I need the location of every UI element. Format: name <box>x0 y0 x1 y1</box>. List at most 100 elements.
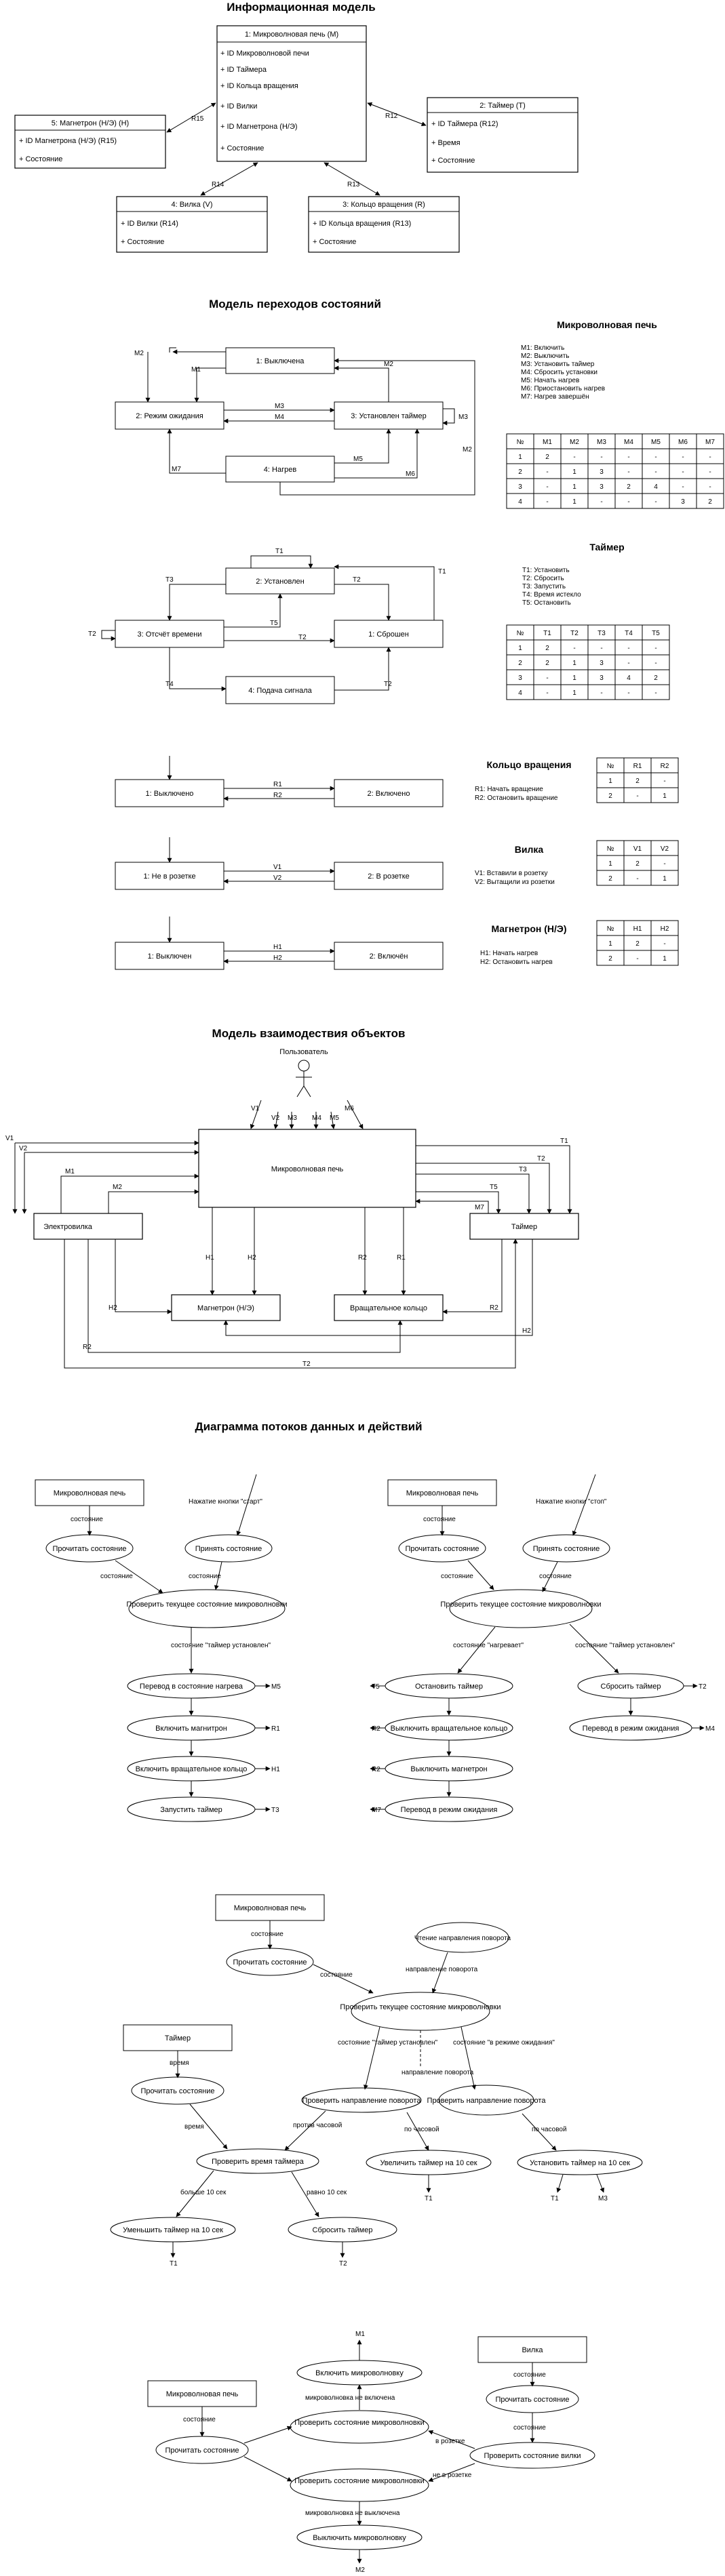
event-label: H1 <box>273 944 282 951</box>
user-actor-icon <box>296 1060 312 1098</box>
table-value-cell: 2 <box>608 792 612 800</box>
relation-label: R14 <box>212 181 224 188</box>
microwave-legend: M1: Включить M2: Выключить M3: Установит… <box>521 344 605 401</box>
table-value-cell: 3 <box>600 468 604 476</box>
process-check-1: Проверить состояние микроволновки <box>294 2419 424 2427</box>
flow-label: состояние <box>100 1573 133 1580</box>
table-header-cell: M5 <box>651 439 661 446</box>
legend-line: M3: Установить таймер <box>521 361 595 368</box>
action: Запустить таймер <box>160 1806 222 1814</box>
state-mag-off: 1: Выключен <box>148 952 192 961</box>
action: Перевод в состояние нагрева <box>140 1683 243 1691</box>
table-value-cell: 1 <box>572 498 576 506</box>
table-value-cell: 1 <box>608 860 612 868</box>
dataflow-power: Микроволновая печь состояние Прочитать с… <box>147 2331 595 2574</box>
info-model-title: Информационная модель <box>227 1 375 14</box>
entity-microwave-header: 1: Микроволновая печь (M) <box>245 31 338 39</box>
table-header-cell: T5 <box>652 630 660 637</box>
out-event: R1 <box>271 1725 280 1733</box>
magnetron-object: Магнетрон (Н/Э) <box>197 1304 254 1312</box>
user-label: Пользователь <box>279 1048 328 1056</box>
state-counting: 3: Отсчёт времени <box>138 630 202 639</box>
action: Сбросить таймер <box>601 1683 661 1691</box>
flow-label: равно 10 сек <box>307 2189 347 2196</box>
action: Выключить вращательное кольцо <box>391 1725 508 1733</box>
table-value-cell: 4 <box>518 689 522 697</box>
flow-label: состояние <box>441 1573 473 1580</box>
relation-label: R12 <box>385 113 398 120</box>
table-header-cell: M1 <box>543 439 552 446</box>
event-label: V1 <box>251 1105 260 1112</box>
table-value-cell: - <box>654 498 657 506</box>
timer-states: Таймер 2: Установлен 3: Отсчёт времени 1… <box>88 542 670 704</box>
flow-label: микроволновка не выключена <box>305 2510 400 2517</box>
entity-field: + ID Микроволновой печи <box>220 49 309 58</box>
table-header-cell: R1 <box>633 763 642 770</box>
table-value-cell: - <box>546 498 548 506</box>
table-cell <box>650 870 679 886</box>
entity-microwave: 1: Микроволновая печь (M) + ID Микроволн… <box>216 25 367 162</box>
event-label: M6 <box>406 470 415 478</box>
table-value-cell: 3 <box>518 483 522 491</box>
event-label: T1 <box>438 568 446 576</box>
table-value-cell: 4 <box>518 498 522 506</box>
external-event: Нажатие кнопки "старт" <box>189 1498 262 1506</box>
out-event: T2 <box>339 2260 347 2268</box>
table-value-cell: 4 <box>654 483 658 491</box>
process-read-dir: Чтение направления поворота <box>414 1935 511 1942</box>
flow-label: состояние <box>320 1971 353 1979</box>
magnetron-heading: Магнетрон (Н/Э) <box>491 923 566 934</box>
table-header-cell: V1 <box>633 845 642 853</box>
state-off: 1: Выключена <box>256 357 305 365</box>
process-inc: Увеличить таймер на 10 сек <box>380 2159 477 2167</box>
process-check-dir: Проверить направление поворота <box>427 2097 547 2105</box>
table-value-cell: - <box>627 454 629 461</box>
out-event: T1 <box>170 2260 178 2268</box>
legend-line: T2: Сбросить <box>522 574 564 582</box>
table-header-cell: № <box>607 925 614 933</box>
legend-line: M4: Сбросить установки <box>521 368 597 376</box>
event-label: M6 <box>345 1105 354 1112</box>
action: Остановить таймер <box>415 1683 483 1691</box>
legend-line: V1: Вставили в розетку <box>475 870 547 877</box>
store-microwave: Микроволновая печь <box>166 2390 239 2398</box>
table-value-cell: 2 <box>518 660 522 667</box>
event-label: R2 <box>490 1304 498 1312</box>
table-value-cell: - <box>636 955 638 963</box>
table-value-cell: 1 <box>572 468 576 476</box>
flow-label: направление поворота <box>401 2069 474 2076</box>
out-event: M4 <box>705 1725 715 1733</box>
timer-legend: T1: Установить T2: Сбросить T3: Запустит… <box>522 567 581 607</box>
microwave-states: Микроволновая печь 1: Выключена 2: Режим… <box>115 319 724 509</box>
state-mag-on: 2: Включён <box>370 952 408 961</box>
table-value-cell: - <box>600 498 602 506</box>
interaction-model: Модель взаимодествия объектов Пользовате… <box>5 1027 579 1369</box>
event-label: M1 <box>191 366 201 374</box>
table-value-cell: 2 <box>545 660 549 667</box>
state-signal: 4: Подача сигнала <box>248 687 312 695</box>
table-value-cell: 2 <box>635 940 640 948</box>
process-read: Прочитать состояние <box>165 2447 239 2455</box>
table-value-cell: - <box>654 454 657 461</box>
entity-field: + Состояние <box>431 157 475 165</box>
process-accept: Принять состояние <box>533 1545 600 1553</box>
event-label: H2 <box>109 1304 117 1312</box>
table-value-cell: - <box>682 468 684 476</box>
flow-label: состояние <box>539 1573 572 1580</box>
out-event: M3 <box>598 2195 608 2202</box>
store-microwave: Микроволновая печь <box>234 1904 307 1912</box>
event-label: R2 <box>273 792 282 799</box>
state-timer-set: 3: Установлен таймер <box>351 412 426 420</box>
ring-states: Кольцо вращения 1: Выключено 2: Включено… <box>115 756 679 807</box>
event-label: T1 <box>275 548 283 555</box>
legend-line: M7: Нагрев завершён <box>521 393 589 401</box>
entity-plug-header: 4: Вилка (V) <box>171 201 212 209</box>
table-value-cell: 2 <box>635 860 640 868</box>
table-value-cell: - <box>546 675 548 682</box>
ring-object-box <box>334 1294 444 1321</box>
process-read-plug: Прочитать состояние <box>496 2396 570 2404</box>
event-label: H2 <box>248 1254 256 1262</box>
entity-field: + ID Таймера <box>220 66 267 74</box>
